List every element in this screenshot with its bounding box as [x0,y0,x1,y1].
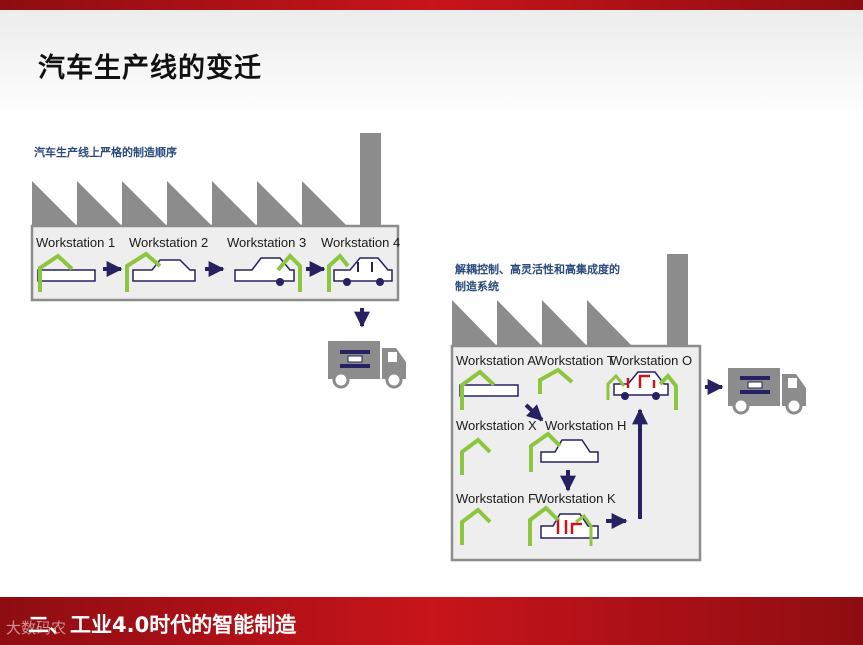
car-body-4 [333,257,393,282]
robot-arm-4 [327,253,350,292]
workstation-f-label: Workstation F [456,491,536,506]
workstation-k-label: Workstation K [535,491,616,506]
robot-arm-2 [125,251,162,292]
top-accent-bar [0,0,863,10]
car-body-3 [234,257,295,282]
car-frame-1 [37,269,96,282]
workstation-2-label: Workstation 2 [129,235,208,250]
car-interior-k [556,518,582,534]
car-interior-o [626,374,656,388]
car-wheel-o1 [621,392,629,400]
car-frame-a [459,384,519,397]
workstation-4-label: Workstation 4 [321,235,400,250]
robot-arm-f [460,507,492,545]
workstation-t-label: Workstation T [535,353,615,368]
right-factory-roof [452,300,632,346]
car-body-h [540,439,599,463]
workstation-3-label: Workstation 3 [227,235,306,250]
left-factory-chimney [360,133,381,226]
right-factory: Workstation A Workstation T Workstation … [450,254,724,562]
workstation-o-label: Workstation O [610,353,692,368]
robot-arm-a [460,369,496,410]
car-wheel-3 [276,278,284,286]
robot-arm-o [658,373,678,410]
car-body-2 [132,259,196,282]
car-wheel-4a [343,278,351,286]
delivery-truck-left [328,341,406,389]
footer-section-title: 二、工业4.0时代的智能制造 [28,613,297,637]
robot-arm-k [528,505,560,546]
robot-arm-h [529,431,562,472]
right-factory-chimney [667,254,688,346]
robot-arm-k2 [575,513,593,546]
footer-bar [0,597,863,645]
robot-arm-1 [38,253,74,292]
right-diagram-caption-line1: 解耦控制、高灵活性和高集成度的 [455,263,620,276]
left-diagram-caption: 汽车生产线上严格的制造顺序 [34,146,177,159]
delivery-truck-right [728,368,806,415]
workstation-1-label: Workstation 1 [36,235,115,250]
robot-arm-3 [276,253,302,292]
car-wheel-o2 [652,392,660,400]
left-factory-roof [32,181,347,226]
car-body-k [540,513,599,539]
car-wheel-4b [376,278,384,286]
header-background [0,10,863,120]
robot-arm-o2 [606,373,626,400]
workstation-x-label: Workstation X [456,418,537,433]
workstation-a-label: Workstation A [456,353,536,368]
right-diagram-caption-line2: 制造系统 [455,280,499,293]
slide-title: 汽车生产线的变迁 [38,53,262,84]
robot-arm-t [538,367,574,394]
watermark-logo: 大数码农 [6,619,67,637]
left-factory: Workstation 1 Workstation 2 Workstation … [30,133,400,328]
workstation-h-label: Workstation H [545,418,626,433]
robot-arm-x [460,437,492,475]
flow-arrow-a-h [524,403,544,422]
